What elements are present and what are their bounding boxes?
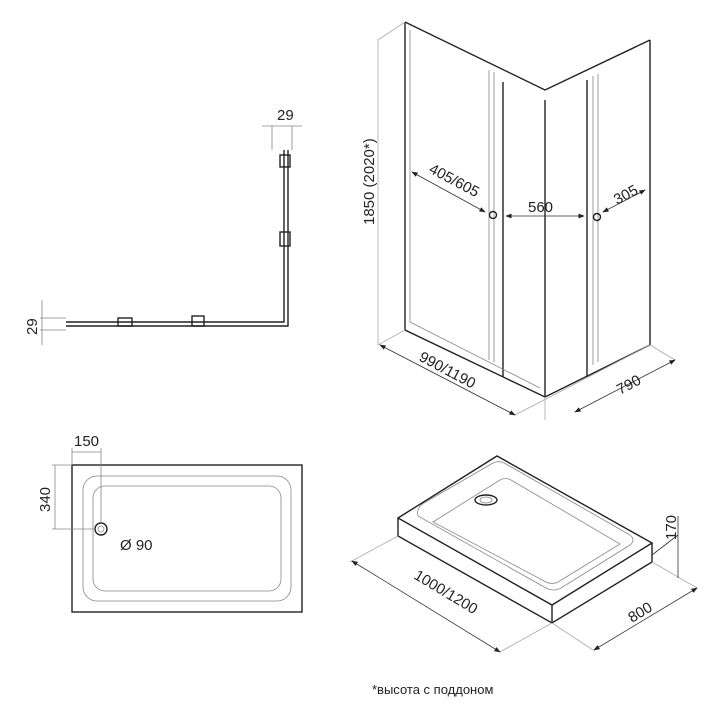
profile-side-width-label: 29 — [24, 318, 41, 335]
drain-diameter-label: Ø 90 — [120, 537, 153, 554]
tray-plan-view: 150 340 Ø 90 — [37, 433, 303, 613]
tray-height-label: 170 — [663, 515, 680, 540]
tray-length-label: 1000/1200 — [411, 567, 481, 618]
cabin-isometric: 1850 (2020*) 405/605 560 305 990/1190 79… — [361, 21, 676, 420]
footnote: *высота с поддоном — [372, 682, 493, 697]
cabin-height-label: 1850 (2020*) — [361, 138, 378, 225]
right-door-label: 305 — [611, 182, 641, 209]
drain-offset-x-label: 150 — [74, 433, 99, 450]
cabin-length-label: 990/1190 — [416, 349, 478, 393]
tray-width-label: 800 — [625, 599, 655, 626]
drain-offset-y-label: 340 — [37, 487, 54, 512]
cabin-depth-label: 790 — [614, 372, 644, 399]
profile-top-width-label: 29 — [277, 107, 294, 124]
tray-isometric: 1000/1200 800 170 — [349, 455, 698, 653]
center-opening-label: 560 — [528, 199, 553, 216]
profile-top-view: 29 29 — [24, 107, 302, 345]
